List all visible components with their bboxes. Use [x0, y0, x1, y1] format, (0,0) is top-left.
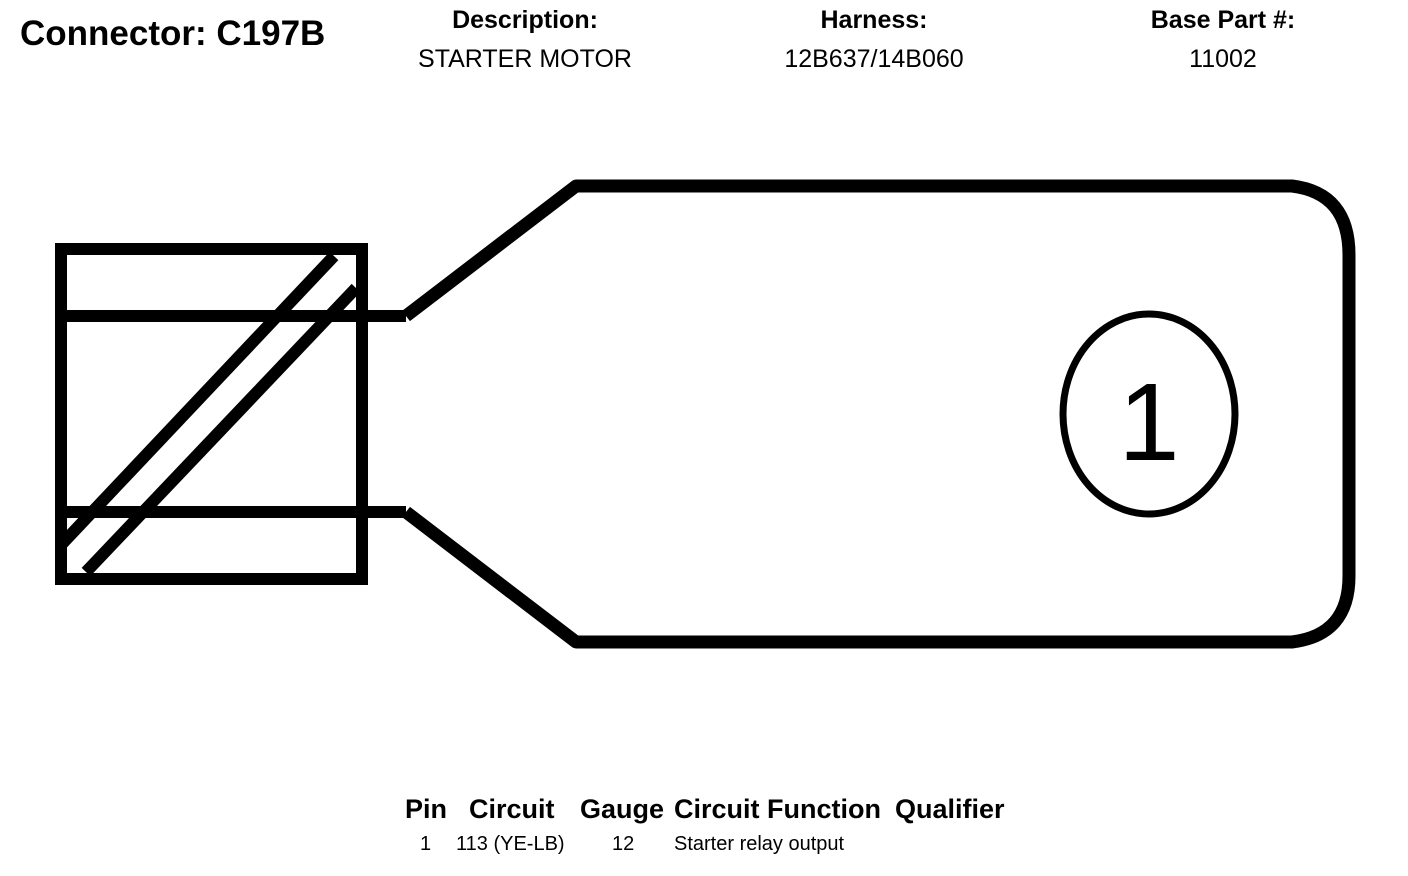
latch-hatch-line: [81, 283, 361, 577]
base-part-value: 11002: [1189, 45, 1257, 73]
description-label: Description:: [452, 6, 598, 34]
harness-block: Harness: 12B637/14B060: [714, 8, 1034, 72]
pin-marker: 1: [1059, 310, 1239, 518]
pin-header: Pin: [405, 794, 448, 824]
latch-box: [55, 243, 406, 585]
base-part-label: Base Part #:: [1150, 6, 1296, 34]
gauge-cell: 12: [612, 833, 635, 855]
base-part-block: Base Part #: 11002: [1063, 8, 1383, 72]
harness-label: Harness:: [820, 6, 928, 34]
latch-outline: [55, 243, 368, 585]
connector-housing: [402, 179, 1356, 649]
connector-title: Connector: C197B: [20, 14, 326, 53]
description-value: STARTER MOTOR: [418, 45, 632, 73]
pin-1-label: 1: [1118, 361, 1179, 484]
pin-cell: 1: [420, 833, 432, 855]
latch-hatch-line: [56, 251, 339, 550]
pin-1-circle: [1059, 310, 1239, 518]
description-block: Description: STARTER MOTOR: [365, 8, 685, 72]
circuit-function-cell: Starter relay output: [674, 833, 845, 855]
circuit-header: Circuit: [469, 794, 555, 824]
qualifier-header: Qualifier: [895, 794, 1005, 824]
circuit-cell: 113 (YE-LB): [456, 833, 565, 855]
harness-value: 12B637/14B060: [784, 45, 964, 73]
circuit-function-header: Circuit Function: [674, 794, 881, 824]
gauge-header: Gauge: [580, 794, 665, 824]
pin-table: Pin Circuit Gauge Circuit Function Quali…: [0, 796, 1408, 866]
